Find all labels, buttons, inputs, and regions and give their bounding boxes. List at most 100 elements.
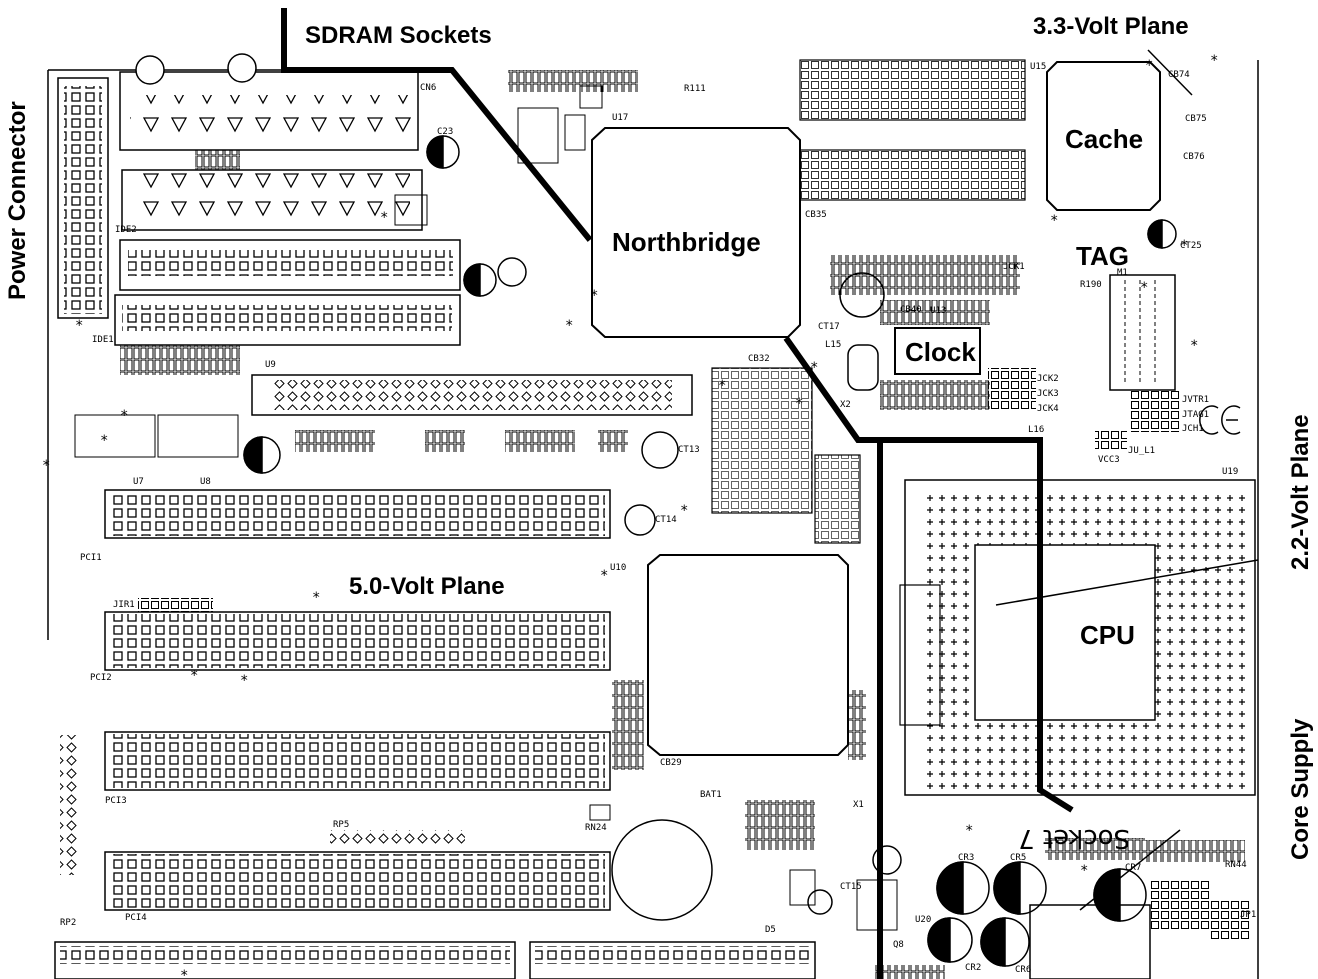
svg-text:*: * (1050, 213, 1058, 229)
svg-text:*: * (955, 896, 963, 912)
cb76-mark: CB76 (1183, 152, 1205, 162)
jvtr1-mark: JVTR1 (1182, 395, 1210, 405)
cache-label: Cache (1065, 124, 1144, 154)
small-components (74, 85, 1145, 931)
ide2-mark: IDE2 (115, 225, 137, 235)
core-supply-label: Core Supply (1287, 718, 1314, 860)
pci3-mark: PCI3 (105, 796, 127, 806)
u15-mark: U15 (1030, 62, 1047, 72)
svg-text:*: * (1105, 893, 1113, 909)
crystal-oscillator (839, 272, 885, 391)
cb29-mark: CB29 (660, 758, 682, 768)
ce-mark (1199, 405, 1241, 435)
rn24-mark: RN24 (585, 823, 607, 833)
cpu-label: CPU (1080, 620, 1135, 650)
pci-slots (104, 489, 611, 911)
bottom-connectors (54, 941, 816, 979)
tag-label: TAG (1076, 241, 1129, 271)
svg-text:*: * (680, 503, 688, 519)
ct17-mark: CT17 (818, 322, 840, 332)
ct14-mark: CT14 (655, 515, 677, 525)
jtag1-mark: JTAG1 (1182, 410, 1210, 420)
ide1-mark: IDE1 (92, 335, 114, 345)
resistor-banks-top (195, 70, 1020, 295)
cn6-mark: CN6 (420, 83, 437, 93)
u10-mark: U10 (610, 563, 627, 573)
ct25-mark: CT25 (1180, 241, 1202, 251)
u20-mark: U20 (915, 915, 932, 925)
u19-mark: U19 (1222, 467, 1239, 477)
cpu-socket (899, 479, 1256, 796)
svg-text:*: * (120, 408, 128, 424)
svg-text:*: * (240, 673, 248, 689)
r111-mark: R111 (684, 84, 706, 94)
power-capacitors (927, 861, 1147, 967)
cb35-mark: CB35 (805, 210, 827, 220)
jch1-mark: JCH1 (1182, 424, 1204, 434)
svg-text:*: * (75, 318, 83, 334)
sdram-sockets-label: SDRAM Sockets (305, 22, 492, 49)
cb74-mark: CB74 (1168, 70, 1190, 80)
svg-text:*: * (810, 360, 818, 376)
svg-text:*: * (600, 568, 608, 584)
svg-text:*: * (190, 668, 198, 684)
u9-mark: U9 (265, 360, 276, 370)
clock-label: Clock (905, 337, 976, 367)
svg-text:*: * (42, 458, 50, 474)
r190-mark: R190 (1080, 280, 1102, 290)
vcc3-mark: VCC3 (1098, 455, 1120, 465)
jir1-mark: JIR1 (113, 600, 135, 610)
cr5-mark: CR5 (1010, 853, 1027, 863)
battery (611, 819, 713, 921)
cr2-mark: CR2 (965, 963, 982, 973)
rp2-mark: RP2 (60, 918, 77, 928)
socket-7-text: Socket 7 (1018, 823, 1130, 853)
cb40-mark: CB40 (900, 305, 922, 315)
dimm-connector (251, 374, 693, 416)
pci2-mark: PCI2 (90, 673, 112, 683)
svg-text:*: * (1190, 338, 1198, 354)
cr3-mark: CR3 (958, 853, 975, 863)
u17-mark: U17 (612, 113, 629, 123)
power-connector-label: Power Connector (4, 101, 31, 300)
jck4-mark: JCK4 (1037, 404, 1059, 414)
svg-text:*: * (965, 823, 973, 839)
q8-mark: Q8 (893, 940, 904, 950)
svg-text:*: * (1080, 863, 1088, 879)
atx-power-header (119, 71, 423, 231)
jck2-mark: JCK2 (1037, 374, 1059, 384)
cr6-mark: CR6 (1015, 965, 1032, 975)
callout-lines (281, 8, 1259, 979)
ct15-mark: CT15 (840, 882, 862, 892)
clock-jumpers (988, 368, 1180, 450)
svg-text:*: * (180, 968, 188, 979)
ct13-mark: CT13 (678, 445, 700, 455)
svg-text:*: * (1140, 280, 1148, 296)
jck1-mark: JCK1 (1003, 262, 1025, 272)
bat1-mark: BAT1 (700, 790, 722, 800)
l16-mark: L16 (1028, 425, 1045, 435)
l15-mark: L15 (825, 340, 842, 350)
jck3-mark: JCK3 (1037, 389, 1059, 399)
5-0-volt-plane-label: 5.0-Volt Plane (349, 573, 505, 600)
northbridge-label: Northbridge (612, 227, 761, 257)
voltage-regulator (875, 840, 1250, 979)
capacitor-bank (295, 430, 628, 452)
2-2-volt-plane-label: 2.2-Volt Plane (1287, 414, 1314, 570)
x2-mark: X2 (840, 400, 851, 410)
svg-text:*: * (312, 590, 320, 606)
u13-mark: U13 (930, 306, 947, 316)
ide-connectors (114, 239, 461, 346)
jp1-mark: JP1 (1240, 910, 1257, 920)
cache-chip (1046, 61, 1161, 211)
cr7-mark: CR7 (1125, 863, 1142, 873)
svg-text:*: * (718, 378, 726, 394)
rn44-mark: RN44 (1225, 860, 1247, 870)
ju-l1-mark: JU_L1 (1128, 446, 1156, 456)
electrolytic-capacitors (135, 53, 1177, 915)
cb75-mark: CB75 (1185, 114, 1207, 124)
southbridge-chip (647, 554, 849, 756)
c23-mark: C23 (437, 127, 454, 137)
svg-text:*: * (1145, 58, 1153, 74)
